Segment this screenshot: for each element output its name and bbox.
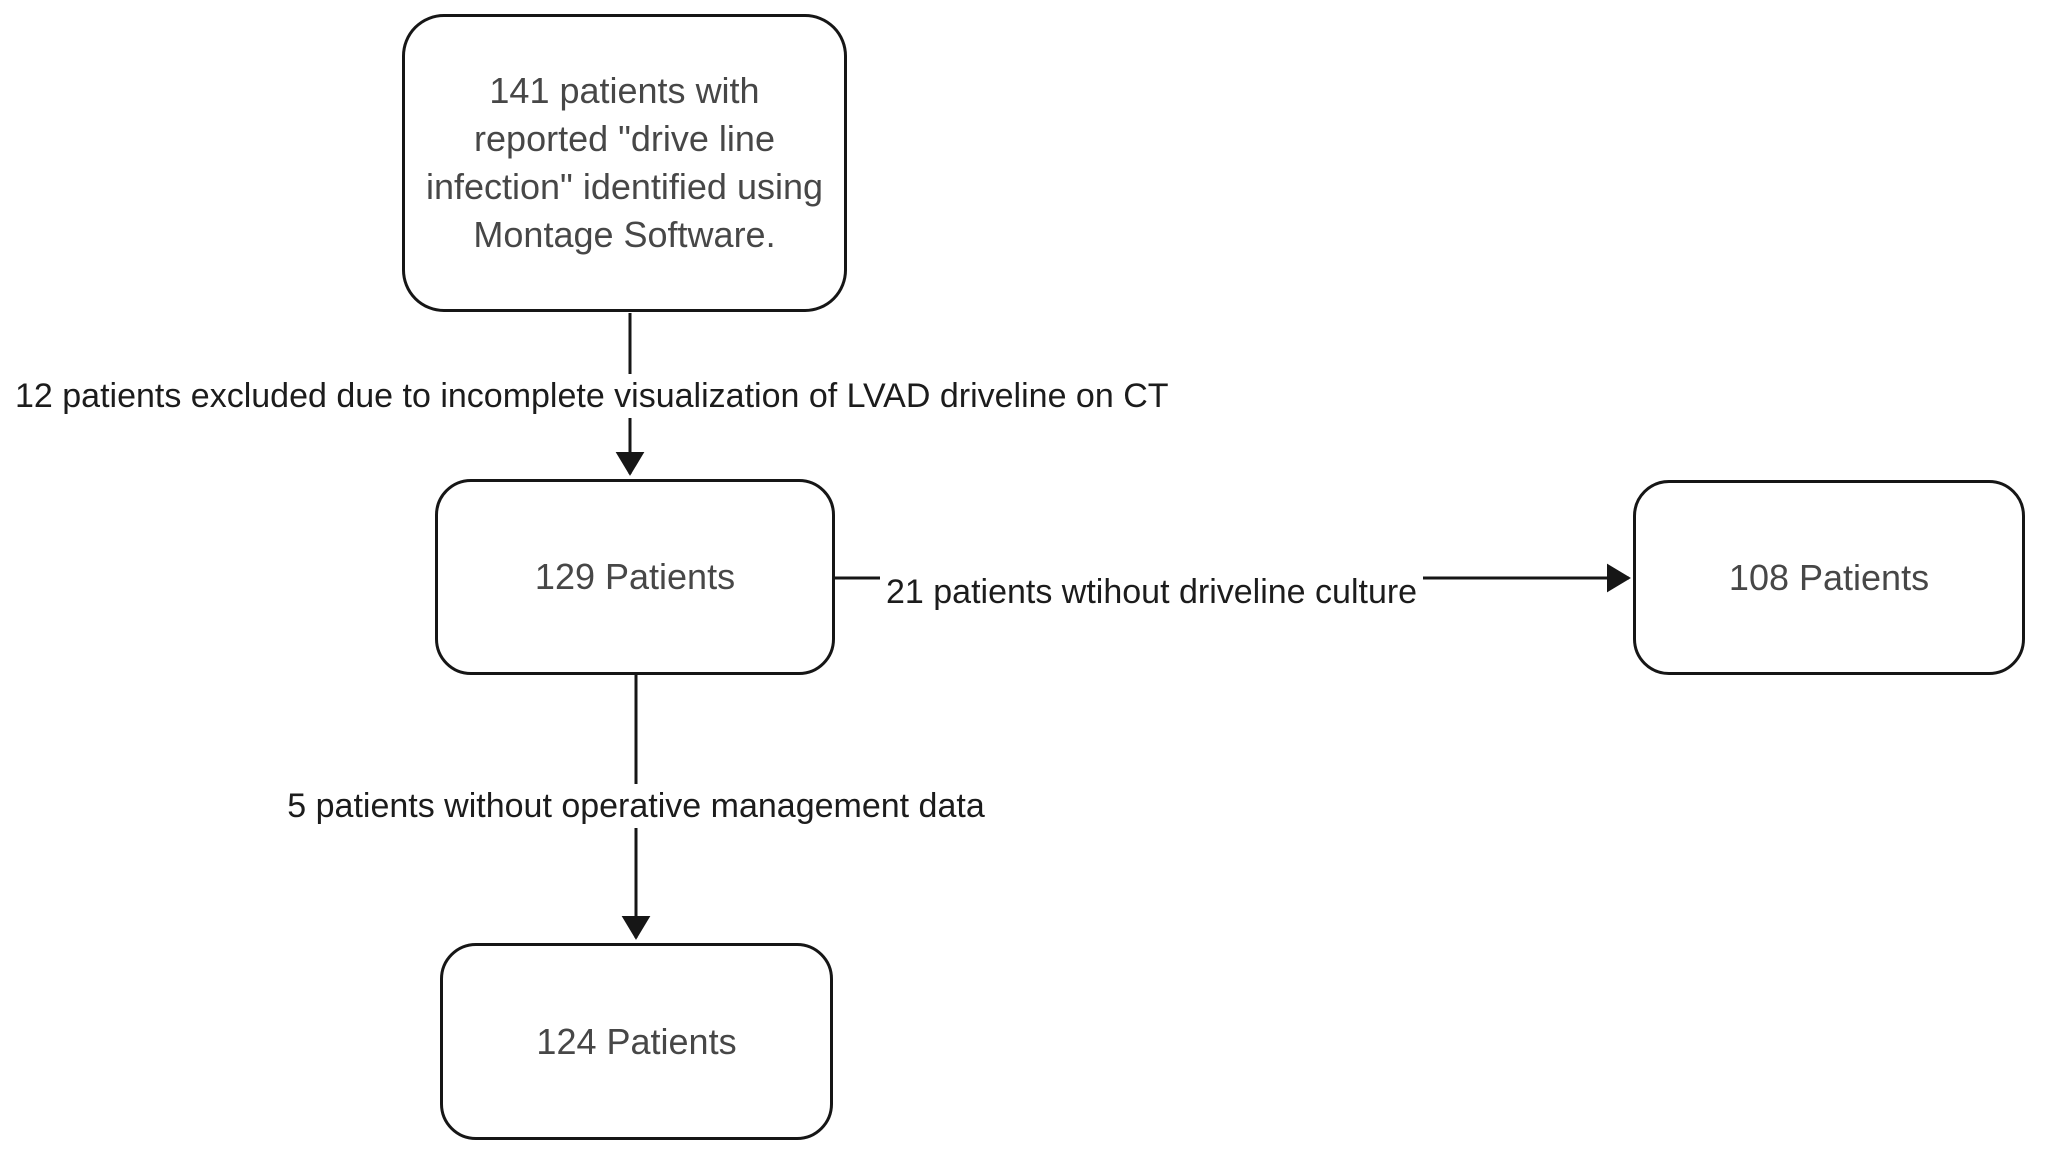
edge-label-without-culture: 21 patients wtihout driveline culture: [880, 570, 1424, 614]
node-no-culture-cohort-label: 108 Patients: [1728, 556, 1930, 598]
node-no-culture-cohort: 108 Patients: [1633, 480, 2025, 675]
node-final-cohort: 124 Patients: [440, 943, 833, 1140]
edge-label-without-operative-data: 5 patients without operative management …: [281, 784, 991, 828]
edge-label-excluded-ct: 12 patients excluded due to incomplete v…: [9, 374, 1175, 418]
node-ct-reviewed-cohort-label: 129 Patients: [534, 556, 736, 597]
node-final-cohort-label: 124 Patients: [536, 1020, 737, 1062]
node-initial-cohort-label: 141 patients with reported "drive line i…: [425, 70, 824, 255]
node-ct-reviewed-cohort: 129 Patients: [435, 479, 835, 675]
node-initial-cohort: 141 patients with reported "drive line i…: [402, 14, 847, 312]
